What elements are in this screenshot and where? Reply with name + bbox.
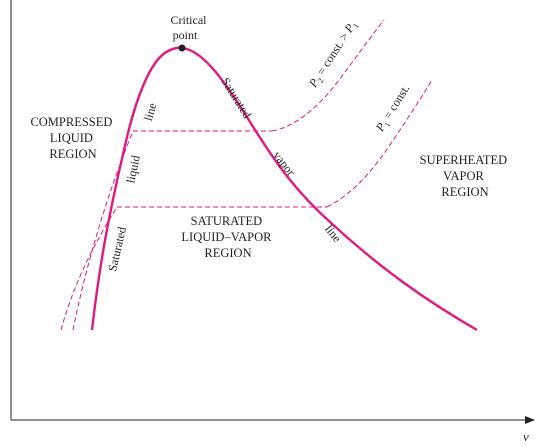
isobar-p2-vapor-branch (271, 19, 385, 132)
saturated-mixture-region-label: SATURATED LIQUID–VAPOR REGION (181, 214, 274, 260)
saturated-vapor-line (182, 46, 478, 332)
critical-point-line-2: point (173, 28, 198, 42)
saturated-region-line-2: LIQUID–VAPOR (181, 230, 272, 244)
isobar-p1-subscript: 1 (383, 121, 393, 129)
isobar-p2-subscript: 2 (316, 76, 326, 84)
critical-point-line-1: Critical (171, 13, 208, 27)
isobar-p2-liquid-branch (72, 130, 134, 331)
liquid-line-label-liquid: liquid (123, 154, 143, 184)
vapor-line-label-saturated: Saturated (218, 75, 254, 121)
superheated-line-1: SUPERHEATED (420, 153, 508, 167)
superheated-vapor-region-label: SUPERHEATED VAPOR REGION (420, 153, 511, 199)
critical-point-marker (178, 44, 186, 52)
isobar-p1-vapor-branch (326, 79, 433, 208)
compressed-line-3: REGION (49, 147, 96, 161)
compressed-liquid-region-label: COMPRESSED LIQUID REGION (30, 115, 115, 161)
isobar-p2-text: = const. > (312, 27, 353, 80)
liquid-line-label-saturated: Saturated (105, 225, 129, 272)
saturated-liquid-line (90, 46, 184, 331)
isobar-p2-ref-subscript: 1 (351, 22, 361, 30)
isobar-p2-label: P2 = const. > P1 (305, 18, 361, 92)
liquid-line-label-line: line (141, 101, 159, 122)
saturated-region-line-3: REGION (204, 246, 251, 260)
isobar-p1-label: P1 = const. (372, 82, 414, 136)
superheated-line-3: REGION (441, 185, 488, 199)
compressed-line-1: COMPRESSED (30, 115, 112, 129)
saturated-region-line-1: SATURATED (191, 214, 263, 228)
vapor-line-label-vapor: vapor (270, 148, 298, 178)
vapor-line-label-line: line (322, 222, 344, 245)
isobar-p1-liquid-branch (60, 206, 118, 331)
compressed-line-2: LIQUID (50, 131, 93, 145)
superheated-line-2: VAPOR (443, 169, 484, 183)
x-axis-label: v (523, 429, 529, 444)
critical-point-label: Critical point (171, 13, 210, 42)
